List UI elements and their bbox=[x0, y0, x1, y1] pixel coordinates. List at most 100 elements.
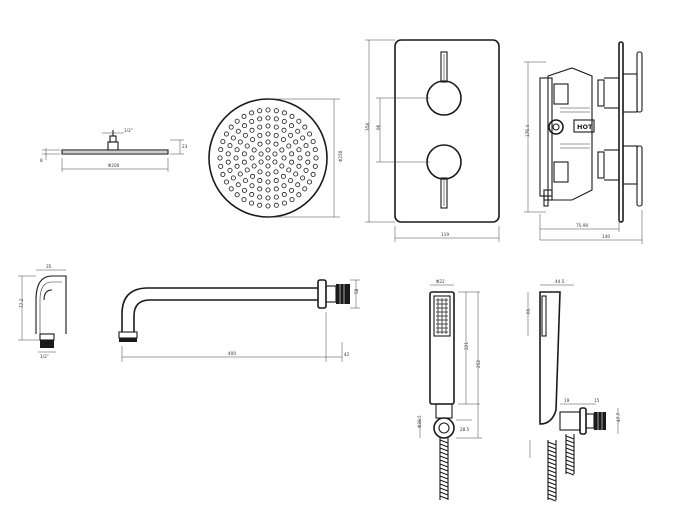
handset-total-dim: 252 bbox=[476, 360, 481, 368]
hose-segment bbox=[547, 473, 557, 478]
nozzle-hole bbox=[257, 141, 263, 147]
nozzle-hole bbox=[280, 137, 286, 143]
handset-nozzle bbox=[444, 326, 448, 330]
nozzle-hole bbox=[273, 108, 279, 114]
handset-nozzle bbox=[444, 318, 448, 322]
nozzle-hole bbox=[244, 167, 250, 173]
handset-nozzle bbox=[436, 326, 440, 330]
hose-segment bbox=[547, 461, 557, 466]
wall-flange-height-dim: 77.2 bbox=[19, 298, 24, 308]
nozzle-hole bbox=[272, 159, 278, 165]
nozzle-hole bbox=[237, 139, 243, 145]
handset-nozzle bbox=[440, 318, 444, 322]
hose-segment bbox=[439, 495, 449, 500]
nozzle-hole bbox=[265, 171, 271, 177]
nozzle-hole bbox=[300, 135, 306, 141]
handset-nozzle bbox=[444, 298, 448, 302]
nozzle-hole bbox=[265, 187, 271, 193]
nozzle-hole bbox=[234, 192, 240, 198]
nozzle-hole bbox=[305, 151, 311, 157]
nozzle-hole bbox=[280, 173, 286, 179]
nozzle-hole bbox=[289, 113, 295, 119]
nozzle-hole bbox=[249, 127, 255, 133]
handset-nozzle-grid bbox=[436, 298, 448, 334]
hose-segment bbox=[439, 471, 449, 476]
hose-segment bbox=[547, 465, 557, 470]
nozzle-hole bbox=[217, 155, 223, 161]
handset-top-dim: Φ22 bbox=[436, 279, 445, 284]
hose-segment bbox=[439, 439, 449, 444]
nozzle-hole bbox=[289, 187, 295, 193]
hose-segment bbox=[439, 483, 449, 488]
nozzle-hole bbox=[265, 155, 271, 161]
nozzle-hole bbox=[249, 110, 255, 116]
hose-segment bbox=[439, 487, 449, 492]
nozzle-hole bbox=[230, 175, 236, 181]
nozzle-hole bbox=[257, 169, 263, 175]
nozzle-hole bbox=[227, 167, 233, 173]
nozzle-hole bbox=[258, 151, 264, 157]
nozzle-hole bbox=[273, 202, 279, 208]
nozzle-hole bbox=[257, 116, 263, 122]
nozzle-hole bbox=[257, 132, 263, 138]
hose-segment bbox=[439, 443, 449, 448]
nozzle-hole bbox=[235, 182, 241, 188]
nozzle-hole bbox=[234, 147, 240, 153]
nozzle-hole bbox=[223, 131, 229, 137]
nozzle-hole bbox=[257, 186, 263, 192]
nozzle-hole bbox=[281, 192, 287, 198]
nozzle-hole bbox=[257, 178, 263, 184]
nozzle-hole bbox=[296, 163, 302, 169]
hose-segment bbox=[565, 443, 575, 448]
hose-segment bbox=[547, 489, 557, 494]
nozzle-hole bbox=[272, 151, 278, 157]
hose-segment bbox=[547, 481, 557, 486]
nozzle-hole bbox=[241, 123, 247, 129]
nozzle-hole bbox=[265, 139, 271, 145]
handset-nozzle bbox=[436, 330, 440, 334]
handset-nozzle bbox=[440, 306, 444, 310]
nozzle-hole bbox=[234, 118, 240, 124]
nozzle-hole bbox=[273, 132, 279, 138]
nozzle-hole bbox=[265, 131, 271, 137]
hose-segment bbox=[565, 463, 575, 468]
shower-head-small-dim: 23 bbox=[182, 144, 188, 149]
nozzle-hole bbox=[273, 141, 279, 147]
nozzle-pattern bbox=[217, 107, 319, 209]
nozzle-hole bbox=[249, 192, 255, 198]
hose-coil-1 bbox=[439, 439, 449, 500]
nozzle-hole bbox=[303, 167, 309, 173]
nozzle-hole bbox=[250, 137, 256, 143]
handset-side-dim-a: 19 bbox=[564, 398, 570, 403]
shower-arm-flange-dim: 58 bbox=[354, 288, 359, 294]
handset-nozzle bbox=[440, 302, 444, 306]
nozzle-hole bbox=[281, 155, 287, 161]
nozzle-hole bbox=[223, 179, 229, 185]
hose-segment bbox=[547, 449, 557, 454]
shower-head-height-dim: 8 bbox=[40, 158, 43, 163]
nozzle-hole bbox=[303, 143, 309, 149]
nozzle-hole bbox=[228, 186, 234, 192]
handset-nozzle bbox=[440, 298, 444, 302]
nozzle-hole bbox=[288, 178, 294, 184]
nozzle-hole bbox=[295, 182, 301, 188]
valve-body-side-view: HOT 176.4 75-90 140 bbox=[524, 41, 643, 244]
handset-nozzle bbox=[444, 330, 448, 334]
handset-elbow-dim: Φ39.5 bbox=[417, 415, 422, 428]
hose-segment bbox=[565, 467, 575, 472]
hose-segment bbox=[547, 485, 557, 490]
nozzle-hole bbox=[300, 175, 306, 181]
nozzle-hole bbox=[293, 171, 299, 177]
nozzle-hole bbox=[241, 113, 247, 119]
handset-nozzle bbox=[444, 314, 448, 318]
nozzle-hole bbox=[220, 139, 226, 145]
hose-segment bbox=[439, 459, 449, 464]
nozzle-hole bbox=[257, 194, 263, 200]
nozzle-hole bbox=[241, 187, 247, 193]
hose-segment bbox=[439, 447, 449, 452]
nozzle-hole bbox=[225, 159, 231, 165]
nozzle-hole bbox=[281, 127, 287, 133]
nozzle-hole bbox=[258, 159, 264, 165]
